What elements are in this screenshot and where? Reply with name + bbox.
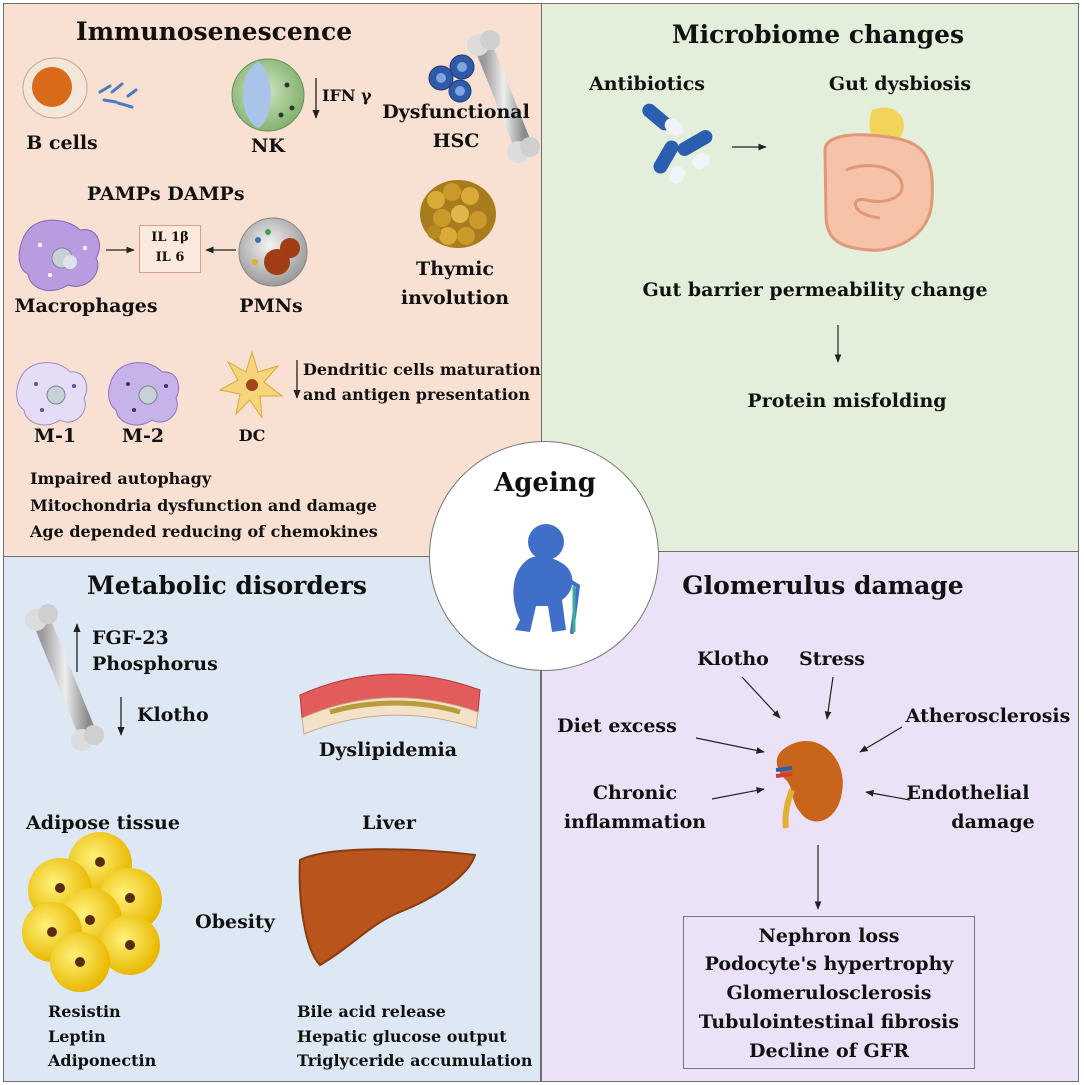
bone-icon-immuno: [467, 30, 540, 163]
endothelial-kidney-arrow: [865, 790, 911, 801]
macrophage-icon: [18, 219, 100, 292]
klotho-metabolic-label: Klotho: [137, 704, 209, 726]
interleukin-box: [139, 225, 201, 273]
klotho-glom-label: Klotho: [697, 648, 769, 670]
dendritic-cell-icon: [218, 350, 284, 419]
dc-note-line1: Dendritic cells maturation: [303, 360, 541, 379]
immuno-list-item: Mitochondria dysfunction and damage: [30, 496, 377, 515]
outcome-item: Tubulointestinal fibrosis: [698, 1011, 960, 1033]
metabolic-panel: [3, 556, 541, 1082]
thymus-icon: [420, 180, 496, 248]
pmns-label: PMNs: [239, 295, 303, 317]
immuno-list-item: Impaired autophagy: [30, 469, 212, 488]
liver-label: Liver: [362, 812, 416, 834]
gut-barrier-label: Gut barrier permeability change: [642, 279, 988, 301]
hsc-cells-icon: [428, 54, 475, 103]
endothelial-label-line2: damage: [951, 811, 1035, 833]
dc-label: DC: [238, 426, 266, 445]
chronic-label-line2: inflammation: [563, 811, 707, 833]
phosphorus-label: Phosphorus: [92, 653, 218, 675]
adipose-tissue-icon: [22, 832, 162, 992]
liver-icon: [298, 848, 477, 967]
immunosenescence-title: Immunosenescence: [75, 17, 353, 46]
il6-label: IL 6: [155, 250, 185, 265]
kidney-icon: [775, 741, 843, 829]
diet-excess-label: Diet excess: [557, 715, 677, 737]
antibiotics-label: Antibiotics: [589, 73, 705, 95]
nk-cell-icon: [231, 58, 305, 132]
glomerulus-title: Glomerulus damage: [682, 571, 964, 600]
il1-label: IL 1β: [151, 230, 189, 245]
thymic-label-line2: involution: [400, 287, 510, 309]
stress-label: Stress: [799, 648, 865, 670]
b-cell-icon: [22, 57, 138, 119]
b-cells-label: B cells: [26, 132, 98, 154]
athero-kidney-arrow: [859, 726, 903, 753]
outcome-item: Glomerulosclerosis: [726, 982, 932, 1004]
antibiotics-pills-icon: [642, 103, 713, 184]
gut-icon: [823, 107, 934, 252]
gut-dysbiosis-label: Gut dysbiosis: [828, 73, 972, 95]
endothelial-label-line1: Endothelial: [906, 782, 1030, 804]
outcome-item: Podocyte's hypertrophy: [704, 953, 954, 975]
diet-kidney-arrow: [695, 737, 765, 754]
ageing-circle: [429, 441, 659, 671]
liver-list-item: Bile acid release: [297, 1002, 446, 1021]
atherosclerosis-label: Atherosclerosis: [905, 705, 1071, 727]
adipose-list-item: Resistin: [48, 1002, 121, 1021]
adipose-list-item: Adiponectin: [48, 1051, 157, 1070]
outcome-item: Decline of GFR: [748, 1040, 910, 1062]
liver-list-item: Hepatic glucose output: [297, 1027, 507, 1046]
thymic-label-line1: Thymic: [416, 258, 494, 280]
bone-icon-metabolic: [25, 604, 104, 751]
adipose-label: Adipose tissue: [26, 812, 180, 834]
m2-label: M-2: [121, 425, 165, 447]
m2-macrophage-icon: [108, 362, 180, 426]
glomerulus-outcomes-box: [683, 916, 975, 1069]
inflammation-kidney-arrow: [711, 787, 765, 800]
obesity-label: Obesity: [195, 911, 275, 933]
m1-macrophage-icon: [16, 362, 88, 426]
hsc-label-line2: HSC: [432, 130, 480, 152]
stress-kidney-arrow: [824, 676, 834, 720]
pmn-icon: [238, 217, 308, 287]
fgf-label: FGF-23: [92, 627, 169, 649]
outcome-item: Nephron loss: [758, 925, 900, 947]
pamps-damps-label: PAMPs DAMPs: [87, 183, 245, 205]
chronic-label-line1: Chronic: [592, 782, 678, 804]
m1-label: M-1: [33, 425, 77, 447]
macrophages-label: Macrophages: [14, 295, 158, 317]
klotho-kidney-arrow: [741, 676, 781, 719]
immuno-list-item: Age depended reducing of chemokines: [30, 522, 378, 541]
vessel-icon: [299, 673, 481, 735]
ageing-title: Ageing: [494, 468, 596, 498]
adipose-list-item: Leptin: [48, 1027, 106, 1046]
liver-list-item: Triglyceride accumulation: [297, 1051, 533, 1070]
hsc-label-line1: Dysfunctional: [382, 101, 530, 123]
nk-label: NK: [251, 135, 285, 157]
dc-note-line2: and antigen presentation: [303, 385, 530, 404]
microbiome-panel: [541, 3, 1079, 553]
dyslipidemia-label: Dyslipidemia: [318, 739, 458, 761]
metabolic-title: Metabolic disorders: [87, 571, 367, 600]
ifn-label: IFN γ: [322, 86, 372, 105]
microbiome-title: Microbiome changes: [671, 20, 965, 49]
protein-misfolding-label: Protein misfolding: [747, 390, 947, 412]
